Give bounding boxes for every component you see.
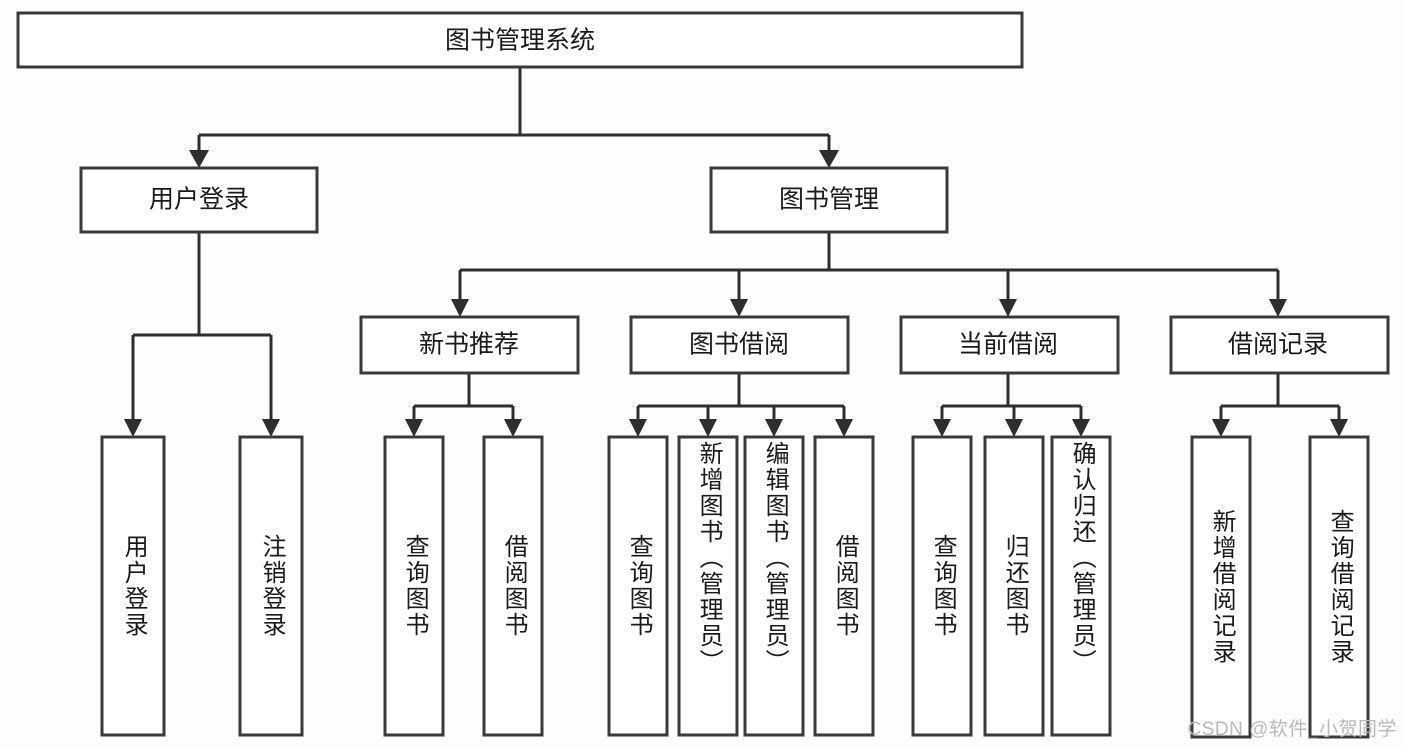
node-leaf-query-book-a-box[interactable] [383, 435, 445, 737]
node-user-login-label: 用户登录 [149, 186, 249, 214]
arrow-leaf-query-book-c [933, 419, 951, 437]
node-leaf-query-book-c-box[interactable] [911, 435, 973, 737]
node-leaf-query-book-b-box[interactable] [607, 435, 669, 737]
arrow-leaf-query-record [1330, 419, 1348, 437]
arrow-borrow-record [1269, 299, 1287, 317]
node-leaf-confirm-return-box[interactable] [1050, 435, 1112, 737]
arrow-current-borrow [999, 299, 1017, 317]
node-new-book-recommend-label: 新书推荐 [419, 331, 519, 359]
arrow-new-book-recommend [451, 299, 469, 317]
node-current-borrow-label: 当前借阅 [958, 331, 1058, 359]
arrow-leaf-query-book-a [405, 419, 423, 437]
node-user-login-box[interactable] [79, 166, 319, 234]
node-leaf-user-logout-box[interactable] [238, 435, 304, 737]
node-leaf-query-record-box[interactable] [1308, 435, 1370, 739]
arrow-to-book-manage [819, 150, 839, 168]
node-borrow-record-box[interactable] [1169, 315, 1390, 375]
arrow-to-user-login [189, 150, 209, 168]
node-leaf-return-book-box[interactable] [983, 435, 1045, 737]
arrow-leaf-edit-book [765, 419, 783, 437]
node-book-borrow-label: 图书借阅 [689, 331, 789, 359]
arrow-leaf-user-logout [262, 419, 280, 437]
node-group: 图书管理系统 用户登录 图书管理 新书推荐 图书借阅 当前借阅 借阅记录 [16, 11, 1390, 739]
node-new-book-recommend-box[interactable] [359, 315, 580, 375]
arrow-book-borrow [730, 299, 748, 317]
arrow-leaf-confirm-return [1072, 419, 1090, 437]
node-root-box[interactable] [16, 11, 1024, 69]
arrow-leaf-return-book [1005, 419, 1023, 437]
node-leaf-user-login-box[interactable] [100, 435, 166, 737]
arrow-leaf-user-login [124, 419, 142, 437]
arrow-leaf-add-book [699, 419, 717, 437]
node-leaf-add-book-box[interactable] [677, 435, 739, 737]
arrow-leaf-borrow-book-b [835, 419, 853, 437]
node-book-manage-box[interactable] [709, 166, 949, 234]
arrow-leaf-query-book-b [629, 419, 647, 437]
node-leaf-borrow-book-b-box[interactable] [813, 435, 875, 737]
arrow-leaf-add-record [1212, 419, 1230, 437]
node-leaf-edit-book-box[interactable] [743, 435, 805, 737]
node-book-manage-label: 图书管理 [779, 186, 879, 214]
node-borrow-record-label: 借阅记录 [1228, 331, 1328, 359]
node-current-borrow-box[interactable] [899, 315, 1120, 375]
node-leaf-add-record-box[interactable] [1190, 435, 1252, 739]
node-leaf-borrow-book-a-box[interactable] [482, 435, 544, 737]
node-root-label: 图书管理系统 [445, 27, 595, 55]
connector-group [124, 67, 1348, 437]
node-book-borrow-box[interactable] [629, 315, 850, 375]
arrow-leaf-borrow-book-a [504, 419, 522, 437]
csdn-watermark: CSDN @软件_小贺同学 [1187, 719, 1397, 740]
